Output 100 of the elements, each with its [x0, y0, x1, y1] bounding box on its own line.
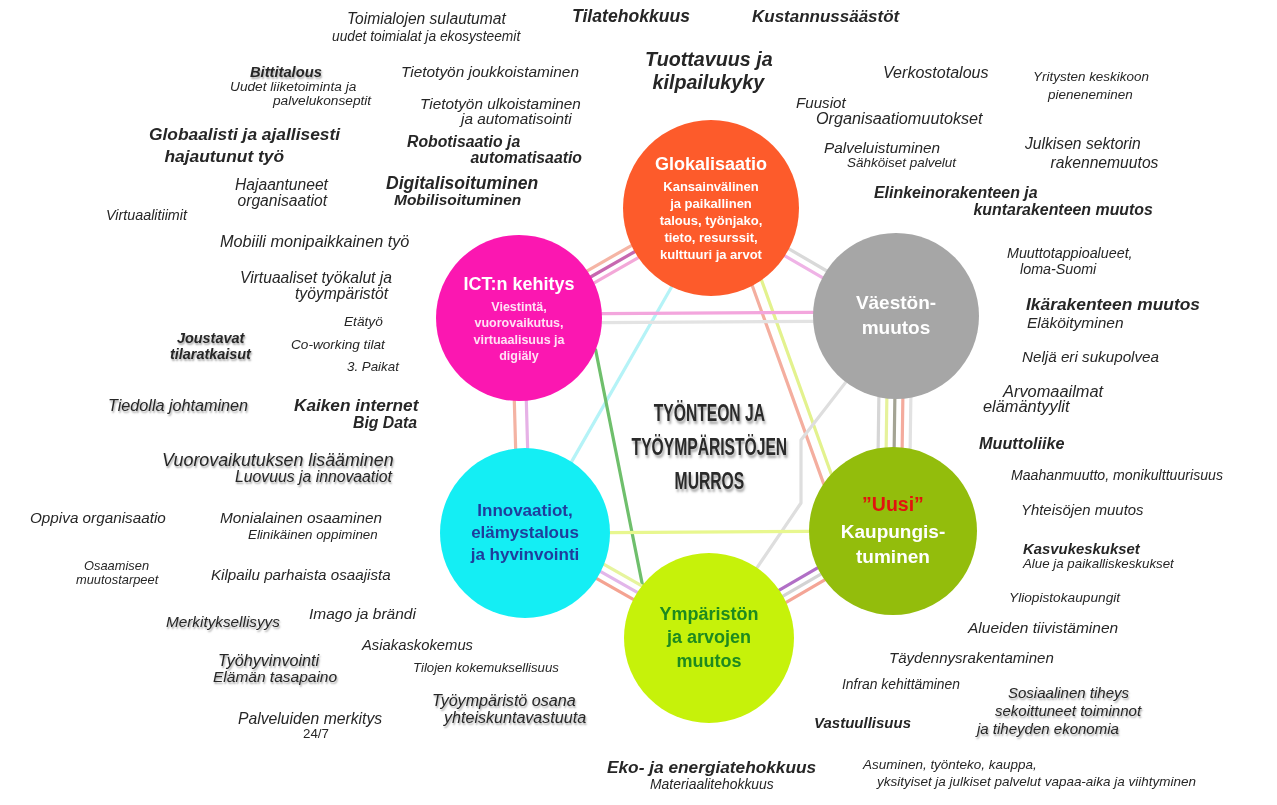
keyword-label: Robotisaatio ja automatisaatio	[407, 134, 582, 166]
keyword-label: Tuottavuus ja kilpailukyky	[645, 47, 773, 94]
keyword-label: Kilpailu parhaista osaajista	[211, 566, 391, 584]
keyword-label: Työympäristö osana yhteiskuntavastuuta	[432, 691, 587, 726]
keyword-label: Arvomaailmat elämäntyylit	[983, 383, 1104, 414]
connector-line	[600, 310, 815, 316]
keyword-label: Asuminen, työnteko, kauppa, yksityiset ja julkiset palvelut vapaa-aika ja viihtyminen	[863, 755, 1196, 790]
connector-line	[892, 397, 897, 449]
keyword-label: Oppiva organisaatio	[30, 509, 166, 527]
connector-line	[755, 380, 848, 570]
connector-line	[524, 399, 530, 450]
circle-title: Väestön- muutos	[855, 291, 937, 340]
circle-title: Glokalisaatio	[654, 153, 767, 177]
connector-line	[781, 572, 823, 598]
connector-line	[599, 570, 639, 595]
connector-line	[512, 399, 518, 451]
diagram-title: TYÖNTEON JA TYÖYMPÄRISTÖJEN MURROS	[631, 399, 787, 496]
keyword-label: Joustavat tilaratkaisut	[170, 330, 251, 362]
keyword-label: Mobiili monipaikkainen työ	[220, 231, 410, 251]
keyword-label: Etätyö	[344, 314, 383, 330]
keyword-label: Asiakaskokemus	[362, 636, 474, 654]
keyword-label: Monialainen osaaminen	[220, 509, 383, 527]
connector-line	[592, 256, 640, 285]
keyword-label: Big Data	[353, 414, 418, 432]
keyword-label: Eläköityminen	[1027, 314, 1124, 332]
keyword-label: 3. Paikat	[347, 359, 399, 375]
connector-line	[783, 254, 824, 280]
connector-line	[908, 396, 913, 451]
keyword-label: Verkostotalous	[883, 63, 989, 81]
connector-line	[750, 284, 826, 486]
keyword-label: Elinkeinorakenteen ja kuntarakenteen muutos	[874, 183, 1153, 218]
keyword-label: Materiaalitehokkuus	[650, 777, 774, 793]
keyword-label: Hajaantuneet organisaatiot	[235, 177, 328, 209]
keyword-label: Täydennysrakentaminen	[889, 649, 1054, 667]
keyword-label: Yhteisöjen muutos	[1021, 501, 1144, 519]
connector-line	[608, 529, 811, 535]
connector-line	[759, 278, 833, 476]
keyword-label: Julkisen sektorin rakennemuutos	[1025, 133, 1159, 172]
connector-line	[876, 395, 881, 450]
keyword-label: 24/7	[303, 726, 329, 742]
keyword-label: Muuttoliike	[979, 433, 1065, 453]
connector-line	[585, 243, 633, 273]
keyword-label: Luovuus ja innovaatiot	[235, 468, 392, 486]
keyword-label: Vastuullisuus	[814, 714, 912, 732]
keyword-label: Merkityksellisyys	[166, 613, 280, 631]
keyword-label: Uudet liiketoiminta ja palvelukonseptit	[230, 80, 372, 108]
keyword-label: Maahanmuutto, monikulttuurisuus	[1011, 468, 1223, 484]
keyword-label: Co-working tilat	[291, 337, 385, 353]
connector-line	[784, 578, 827, 604]
keyword-label: Infran kehittäminen	[842, 677, 960, 693]
keyword-label: Digitalisoituminen	[386, 174, 539, 194]
circle-description: Viestintä, vuorovaikutus, virtuaalisuus ja digiäly	[473, 299, 565, 365]
keyword-label: Tietotyön joukkoistaminen	[401, 63, 579, 81]
keyword-label: Toimialojen sulautumat	[347, 10, 506, 28]
keyword-label: Palveluistuminen	[824, 139, 941, 157]
connector-line	[569, 285, 674, 464]
keyword-label: Elämän tasapaino	[213, 668, 338, 686]
circle-title: Ympäristön ja arvojen muutos	[659, 602, 759, 673]
keyword-label: Imago ja brändi	[309, 605, 416, 623]
connector-line	[900, 397, 905, 450]
connector-line	[589, 250, 637, 279]
circle-title: Innovaatiot, elämystalous ja hyvinvointi	[470, 499, 580, 567]
keyword-label: uudet toimialat ja ekosysteemit	[332, 29, 521, 45]
connector-line	[884, 396, 889, 449]
keyword-label: Tiedolla johtaminen	[108, 395, 249, 415]
connector-line	[602, 562, 644, 588]
keyword-label: Eko- ja energiatehokkuus	[607, 758, 817, 778]
keyword-label: Vuorovaikutuksen lisääminen	[162, 450, 394, 470]
connector-line	[777, 566, 820, 592]
connector-line	[787, 247, 828, 273]
keyword-label: Yliopistokaupungit	[1009, 590, 1121, 606]
keyword-label: Työhyvinvointi	[218, 650, 320, 670]
keyword-label: Muuttotappioalueet, loma-Suomi	[1007, 245, 1133, 277]
circle-title: ”Uusi”	[862, 492, 924, 518]
keyword-label: Alueiden tiivistäminen	[968, 619, 1119, 637]
keyword-label: Kasvukeskukset	[1023, 540, 1140, 558]
connector-line	[594, 348, 645, 587]
keyword-label: Virtuaalitiimit	[106, 206, 187, 224]
keyword-label: Elinikäinen oppiminen	[248, 527, 378, 543]
circle-title: ICT:n kehitys	[463, 272, 575, 296]
keyword-label: Tilojen kokemuksellisuus	[413, 660, 559, 676]
keyword-label: Palveluiden merkitys	[238, 710, 383, 728]
keyword-label: Kustannussäästöt	[752, 7, 900, 27]
keyword-label: Osaamisen muutostarpeet	[76, 559, 159, 587]
keyword-label: Bittitalous	[250, 63, 322, 81]
keyword-label: Sähköiset palvelut	[847, 155, 957, 171]
connector-line	[595, 576, 635, 601]
keyword-label: Sosiaalinen tiheys sekoittuneet toiminnot ja tiheyden ekonomia	[977, 684, 1142, 738]
circle-description: Kaupungis- tuminen	[840, 520, 946, 570]
keyword-label: Alue ja paikalliskeskukset	[1023, 556, 1174, 572]
keyword-label: Yritysten keskikoon pieneneminen	[1033, 68, 1150, 104]
keyword-label: Neljä eri sukupolvea	[1022, 348, 1160, 366]
keyword-label: Tilatehokkuus	[572, 7, 691, 27]
keyword-label: Ikärakenteen muutos	[1026, 295, 1200, 315]
circle-description: Kansainvälinen ja paikallinen talous, työnjako, tieto, resurssit, kulttuuri ja arvot	[659, 179, 763, 264]
keyword-label: Tietotyön ulkoistaminen ja automatisointi	[420, 95, 581, 126]
keyword-label: Virtuaaliset työkalut ja työympäristöt	[240, 270, 392, 302]
keyword-label: Globaalisti ja ajallisesti hajautunut työ	[149, 123, 341, 167]
keyword-label: Kaiken internet	[294, 396, 419, 416]
connector-line	[600, 319, 815, 325]
